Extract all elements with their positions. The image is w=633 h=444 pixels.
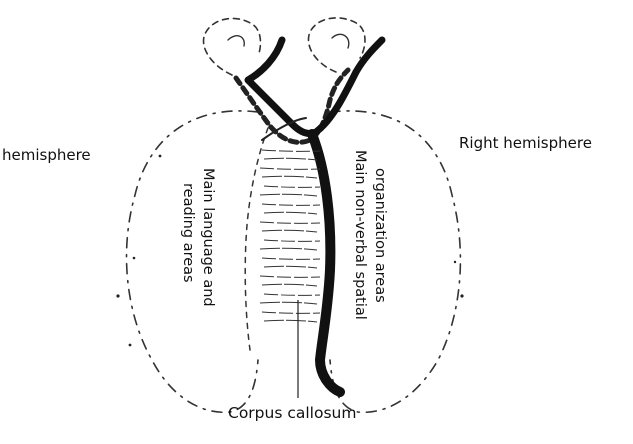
callosum-fibre-line: [264, 320, 317, 322]
callosum-fibre-line: [262, 150, 320, 151]
callosum-fibre-line: [260, 222, 320, 223]
dashed-visual-pathway-down: [245, 128, 268, 350]
callosum-fibre-line: [262, 312, 320, 313]
right-area-label-line1: Main non-verbal spatial: [352, 150, 368, 320]
right-hemisphere-label: Right hemisphere: [459, 134, 592, 152]
decorative-marks: [116, 155, 463, 347]
callosum-fibre-line: [264, 240, 320, 241]
callosum-fibre-line: [260, 194, 317, 196]
solid-descending-pathway: [312, 134, 340, 392]
callosum-fibre-line: [262, 176, 317, 178]
right-hemisphere-outline: [330, 111, 460, 412]
callosum-fibre-line: [264, 212, 317, 214]
callosum-fibre-line: [264, 266, 317, 268]
corpus-callosum-fibres: [260, 150, 320, 322]
callosum-fibre-line: [264, 294, 320, 295]
corpus-callosum-label: Corpus callosum: [228, 404, 356, 422]
left-area-label-line2: reading areas: [180, 183, 196, 283]
right-eye-inner: [332, 34, 349, 48]
callosum-fibre-line: [262, 284, 317, 286]
right-area-label-line2: organization areas: [372, 168, 388, 303]
callosum-fibre-line: [260, 168, 320, 169]
left-eye-inner: [228, 36, 244, 46]
callosum-fibre-line: [260, 276, 320, 277]
callosum-fibre-line: [260, 248, 317, 250]
callosum-fibre-line: [262, 230, 317, 232]
callosum-fibre-line: [262, 258, 320, 259]
callosum-fibre-line: [260, 302, 317, 304]
left-area-label-line1: Main language and: [200, 168, 216, 307]
callosum-fibre-line: [262, 204, 320, 205]
callosum-fibre-line: [264, 186, 320, 187]
left-hemisphere-label: hemisphere: [2, 146, 91, 164]
right-eye-outline: [308, 18, 365, 72]
callosum-fibre-line: [264, 158, 317, 160]
left-eye-outline: [204, 18, 261, 75]
